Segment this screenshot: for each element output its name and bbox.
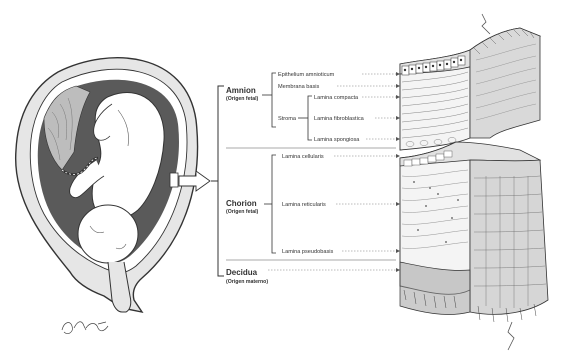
- labels: Amnion (Origen fetal) Epithelium amnioti…: [211, 72, 400, 285]
- chorion-title: Chorion: [226, 199, 257, 208]
- fetus-head: [78, 205, 138, 263]
- decidua-subtitle: (Origen materno): [226, 279, 268, 285]
- lamina-spongiosa-label: Lamina spongiosa: [314, 137, 360, 143]
- detail-marker: [170, 173, 178, 187]
- decidua-title: Decidua: [226, 268, 258, 277]
- tissue-block: [400, 14, 548, 350]
- lamina-fibroblastica-label: Lamina fibroblastica: [314, 116, 365, 122]
- amnion-subtitle: (Origen fetal): [226, 96, 259, 102]
- uterus-illustration: [16, 58, 210, 312]
- lamina-reticularis-label: Lamina reticularis: [282, 202, 326, 208]
- chorion-subtitle: (Origen fetal): [226, 209, 259, 215]
- membrana-basis-label: Membrana basis: [278, 84, 320, 90]
- epithelium-amnioticum-label: Epithelium amnioticum: [278, 72, 335, 78]
- amnion-title: Amnion: [226, 86, 256, 95]
- lamina-pseudobasis-label: Lamina pseudobasis: [282, 249, 334, 255]
- lamina-compacta-label: Lamina compacta: [314, 95, 359, 101]
- illustrator-signature: [62, 322, 108, 334]
- stroma-label: Stroma: [278, 116, 297, 122]
- lamina-cellularis-label: Lamina cellularis: [282, 154, 324, 160]
